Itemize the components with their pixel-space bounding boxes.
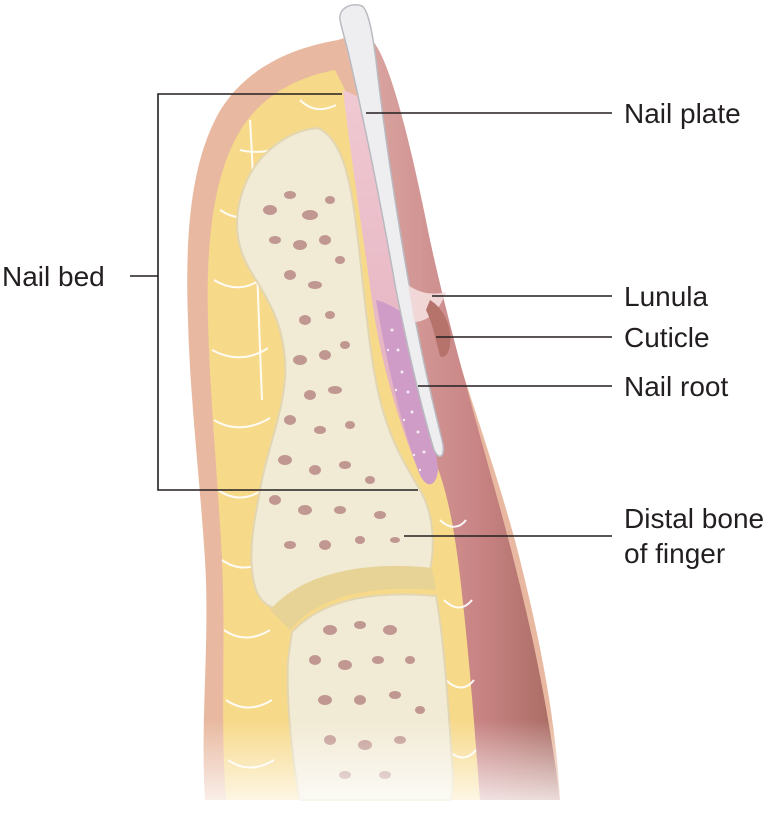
label-lunula: Lunula [624,281,709,312]
nail-root-dots [386,328,426,472]
bottom-fade [180,720,580,825]
distal-bone-marrow [263,191,400,550]
label-nail-bed: Nail bed [2,261,105,292]
dorsal-tissue [372,40,560,800]
label-nail-root: Nail root [624,371,728,402]
cuticle-fold [426,300,451,357]
label-distal-bone-line1: Distal bone [624,503,764,534]
leader-lines [130,93,612,537]
joint-cartilage [270,565,436,630]
label-cuticle: Cuticle [624,322,710,353]
leader-nail-bed-bracket [157,93,418,491]
nail-plate-shape [339,4,445,458]
label-distal-bone-line2: of finger [624,538,725,569]
label-nail-plate: Nail plate [624,98,741,129]
lunula-shape [408,285,446,322]
